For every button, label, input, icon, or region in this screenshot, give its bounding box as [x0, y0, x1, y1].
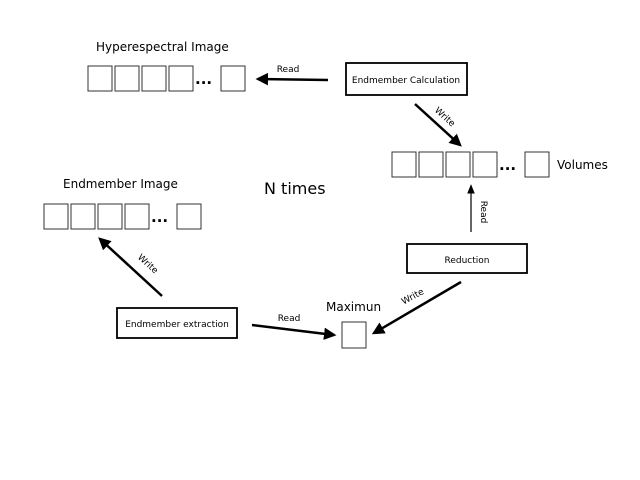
- array-cell: [176, 203, 202, 230]
- write-edge-label-3: Write: [135, 253, 160, 277]
- maximun-cell: [341, 321, 367, 349]
- endmember-image-label: Endmember Image: [63, 177, 178, 191]
- volumes-label: Volumes: [557, 158, 608, 172]
- read-edge-label-2: Read: [478, 201, 488, 224]
- array-cell: [97, 203, 123, 230]
- read-edge-label-3: Read: [278, 314, 301, 324]
- array-cell: [168, 65, 194, 92]
- array-cell: [220, 65, 246, 92]
- read-edge-label-1: Read: [277, 65, 300, 75]
- endmember-calculation-box: [345, 62, 468, 96]
- n-times-label: N times: [264, 179, 326, 198]
- write-arrow-2: [371, 280, 462, 335]
- endmember-extraction-box: [116, 307, 238, 339]
- endmember-extraction-label: Endmember extraction: [125, 320, 229, 330]
- array-cell: [70, 203, 96, 230]
- array-cell: [418, 151, 444, 178]
- array-cell: [114, 65, 140, 92]
- reduction-box: [406, 243, 528, 274]
- write-arrow-1: [414, 103, 462, 147]
- hyperspectral-image-array: ...: [87, 65, 246, 92]
- write-arrow-3: [98, 237, 163, 297]
- hyperspectral-image-label: Hyperespectral Image: [96, 40, 229, 54]
- write-edge-label-1: Write: [432, 106, 457, 130]
- array-cell: [141, 65, 167, 92]
- maximun-label: Maximun: [326, 300, 381, 314]
- array-cell: [391, 151, 417, 178]
- array-cell: [524, 151, 550, 178]
- endmember-image-array: ...: [43, 203, 202, 230]
- read-arrow-1: [255, 72, 329, 86]
- ellipsis: ...: [195, 70, 212, 88]
- ellipsis: ...: [499, 156, 516, 174]
- array-cell: [472, 151, 498, 178]
- array-cell: [445, 151, 471, 178]
- array-cell: [124, 203, 150, 230]
- reduction-label: Reduction: [445, 256, 490, 266]
- array-cell: [87, 65, 113, 92]
- volumes-array: ...: [391, 151, 550, 178]
- endmember-calculation-label: Endmember Calculation: [352, 76, 460, 86]
- ellipsis: ...: [151, 208, 168, 226]
- read-arrow-3: [251, 323, 337, 340]
- array-cell: [43, 203, 69, 230]
